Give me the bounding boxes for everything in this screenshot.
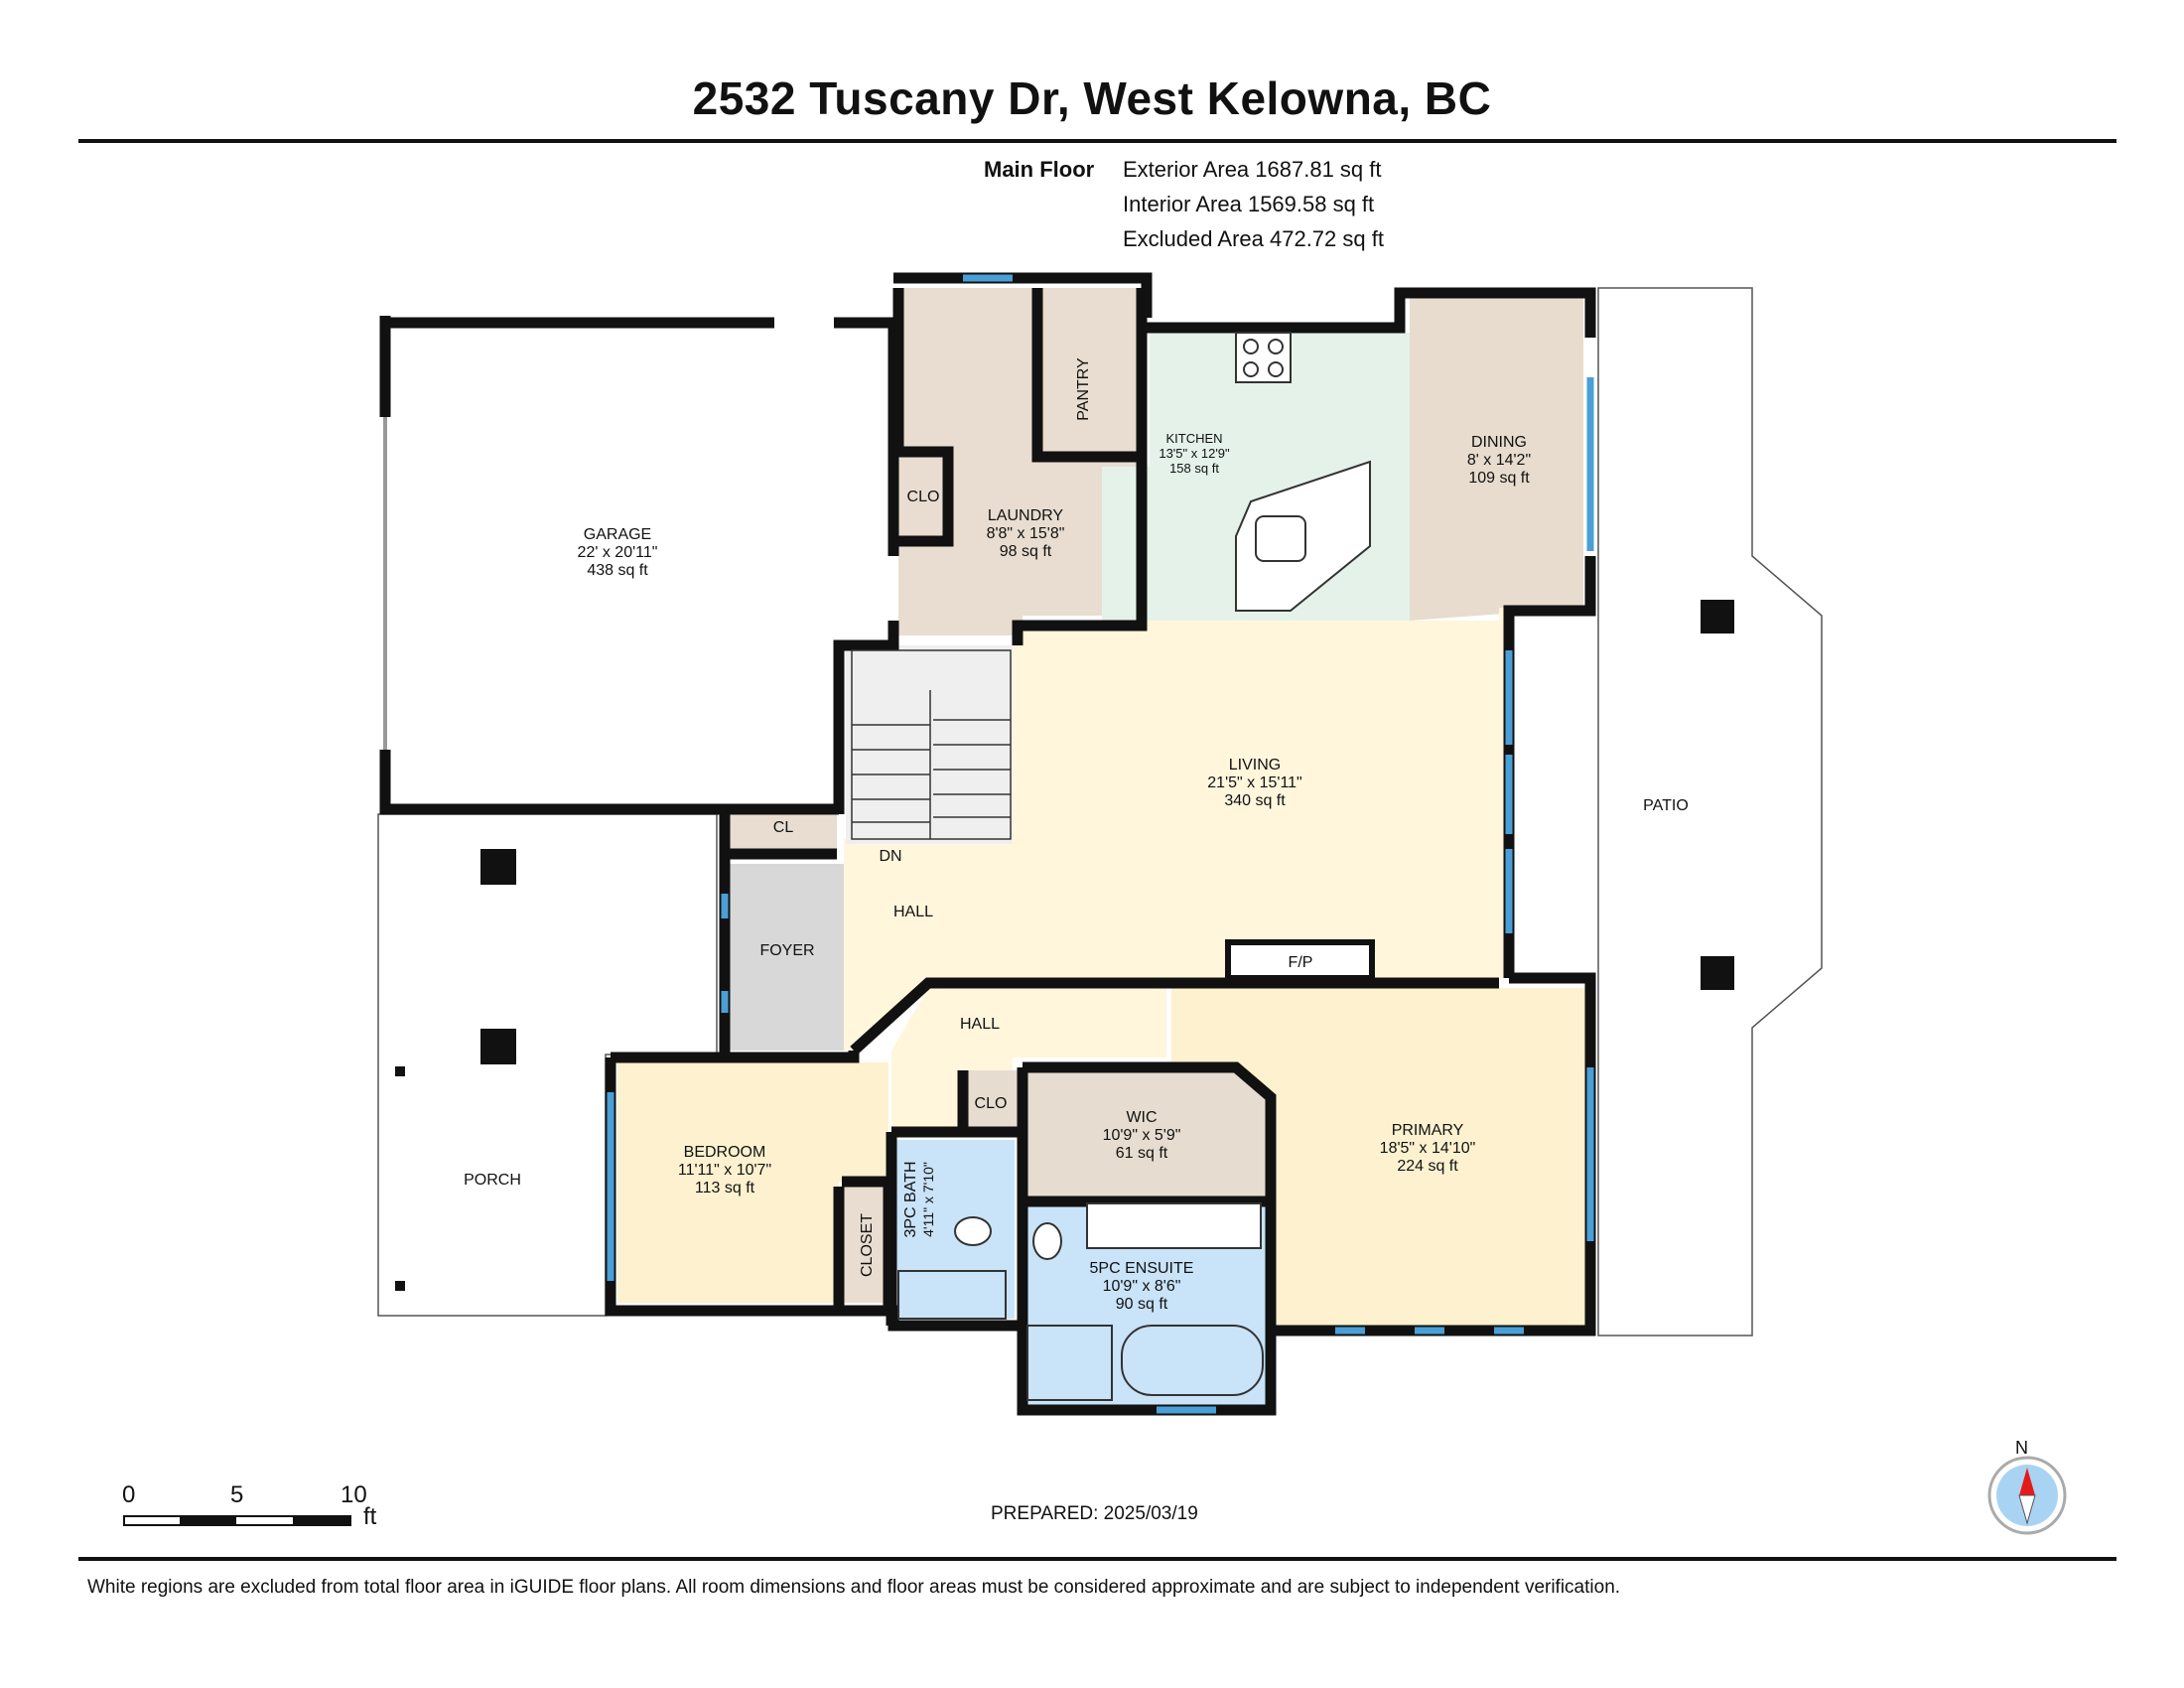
cl-label: CL: [773, 819, 794, 836]
foyer-label: FOYER: [759, 942, 814, 959]
clo-label: CLO: [907, 489, 940, 505]
post-icon: [1701, 956, 1734, 990]
closet-fill: [842, 1187, 887, 1303]
disclaimer: White regions are excluded from total fl…: [87, 1577, 1621, 1598]
room-labels: GARAGE 22' x 20'11" 438 sq ft LAUNDRY 8'…: [464, 357, 1689, 1313]
hall2-label: HALL: [960, 1016, 1000, 1033]
excluded-area: Excluded Area 472.72 sq ft: [1123, 226, 1384, 251]
kitchen-dims: 13'5" x 12'9": [1159, 446, 1230, 461]
exterior-area: Exterior Area 1687.81 sq ft: [1123, 157, 1382, 182]
scale-tick-10: 10: [341, 1481, 367, 1508]
windows: [607, 274, 1594, 1414]
post-icon: [480, 849, 516, 885]
bottom-divider: [78, 1557, 2116, 1561]
post-icon: [395, 1066, 405, 1076]
clo2-label: CLO: [975, 1095, 1008, 1112]
bedroom-name: BEDROOM: [684, 1144, 766, 1161]
bedroom-area: 113 sq ft: [695, 1180, 755, 1196]
burner-icon: [1268, 361, 1284, 377]
page-title: 2532 Tuscany Dr, West Kelowna, BC: [692, 72, 1492, 124]
ensuite-area: 90 sq ft: [1116, 1296, 1168, 1313]
wic-fill: [1023, 1072, 1266, 1196]
bedroom-dims: 11'11" x 10'7": [678, 1162, 771, 1179]
floor-label: Main Floor: [984, 157, 1095, 182]
bedroom-fill: [617, 1062, 888, 1303]
laundry-area: 98 sq ft: [1000, 543, 1052, 560]
laundry-dims: 8'8" x 15'8": [987, 525, 1065, 542]
fireplace: [1225, 939, 1375, 981]
stairs: [851, 649, 1012, 840]
compass: N: [1985, 1438, 2069, 1537]
wic-area: 61 sq ft: [1116, 1145, 1168, 1162]
living-area: 340 sq ft: [1224, 792, 1286, 809]
scale-tick-0: 0: [122, 1481, 136, 1508]
shower-icon: [897, 1270, 1007, 1320]
wic-dims: 10'9" x 5'9": [1103, 1127, 1181, 1144]
dining-fill: [1410, 298, 1583, 621]
porch-label: PORCH: [464, 1172, 521, 1189]
bath-name: 3PC BATH: [902, 1161, 919, 1237]
clo2-fill: [968, 1070, 1020, 1135]
range-icon: [1235, 332, 1292, 383]
burner-icon: [1268, 339, 1284, 354]
post-icon: [480, 1029, 516, 1064]
foyer-fill: [730, 864, 844, 1051]
vanity-icon: [1086, 1202, 1262, 1249]
interior-area: Interior Area 1569.58 sq ft: [1123, 192, 1375, 216]
scale-unit: ft: [363, 1503, 377, 1530]
garage-fill: [387, 328, 886, 802]
compass-icon: [1987, 1456, 2067, 1535]
kitchen-name: KITCHEN: [1165, 431, 1222, 446]
closet-label: CLOSET: [859, 1213, 876, 1277]
pantry-fill: [1037, 288, 1142, 457]
living-dims: 21'5" x 15'11": [1207, 774, 1301, 791]
toilet-icon: [954, 1216, 992, 1246]
garage-area: 438 sq ft: [587, 562, 648, 579]
kitchen-area: 158 sq ft: [1169, 461, 1219, 476]
scale-bar-graphic: [123, 1515, 351, 1526]
primary-dims: 18'5" x 14'10": [1380, 1140, 1476, 1157]
bath-dims: 4'11" x 7'10": [920, 1162, 936, 1237]
sink-icon: [1255, 515, 1306, 562]
patio-region: [1597, 287, 1823, 1336]
bathtub-icon: [1121, 1325, 1264, 1396]
post-icon: [395, 1281, 405, 1291]
ensuite-dims: 10'9" x 8'6": [1103, 1278, 1181, 1295]
dining-name: DINING: [1471, 434, 1527, 451]
ensuite-name: 5PC ENSUITE: [1090, 1260, 1194, 1277]
toilet-icon: [1032, 1222, 1062, 1260]
prepared-date: PREPARED: 2025/03/19: [991, 1503, 1198, 1524]
hall-fill: [844, 844, 1499, 1051]
compass-north-label: N: [2015, 1438, 2028, 1458]
dn-label: DN: [879, 848, 901, 865]
wic-name: WIC: [1126, 1109, 1157, 1126]
burner-icon: [1243, 361, 1259, 377]
walls: [379, 272, 1596, 1416]
scale-tick-5: 5: [230, 1481, 244, 1508]
dining-dims: 8' x 14'2": [1467, 452, 1531, 469]
fp-label: F/P: [1289, 954, 1313, 971]
garage-dims: 22' x 20'11": [578, 544, 658, 561]
top-divider: [78, 139, 2116, 143]
laundry-name: LAUNDRY: [988, 507, 1064, 524]
burner-icon: [1243, 339, 1259, 354]
post-icon: [1701, 600, 1734, 633]
patio-label: PATIO: [1643, 797, 1689, 814]
dining-area: 109 sq ft: [1468, 470, 1530, 487]
garage-name: GARAGE: [584, 526, 651, 543]
primary-area: 224 sq ft: [1397, 1158, 1458, 1175]
primary-name: PRIMARY: [1392, 1122, 1464, 1139]
hall-label: HALL: [893, 904, 933, 920]
clo-fill: [898, 452, 948, 541]
shower-icon: [1026, 1325, 1113, 1401]
living-name: LIVING: [1229, 757, 1281, 774]
pantry-label: PANTRY: [1075, 357, 1092, 421]
